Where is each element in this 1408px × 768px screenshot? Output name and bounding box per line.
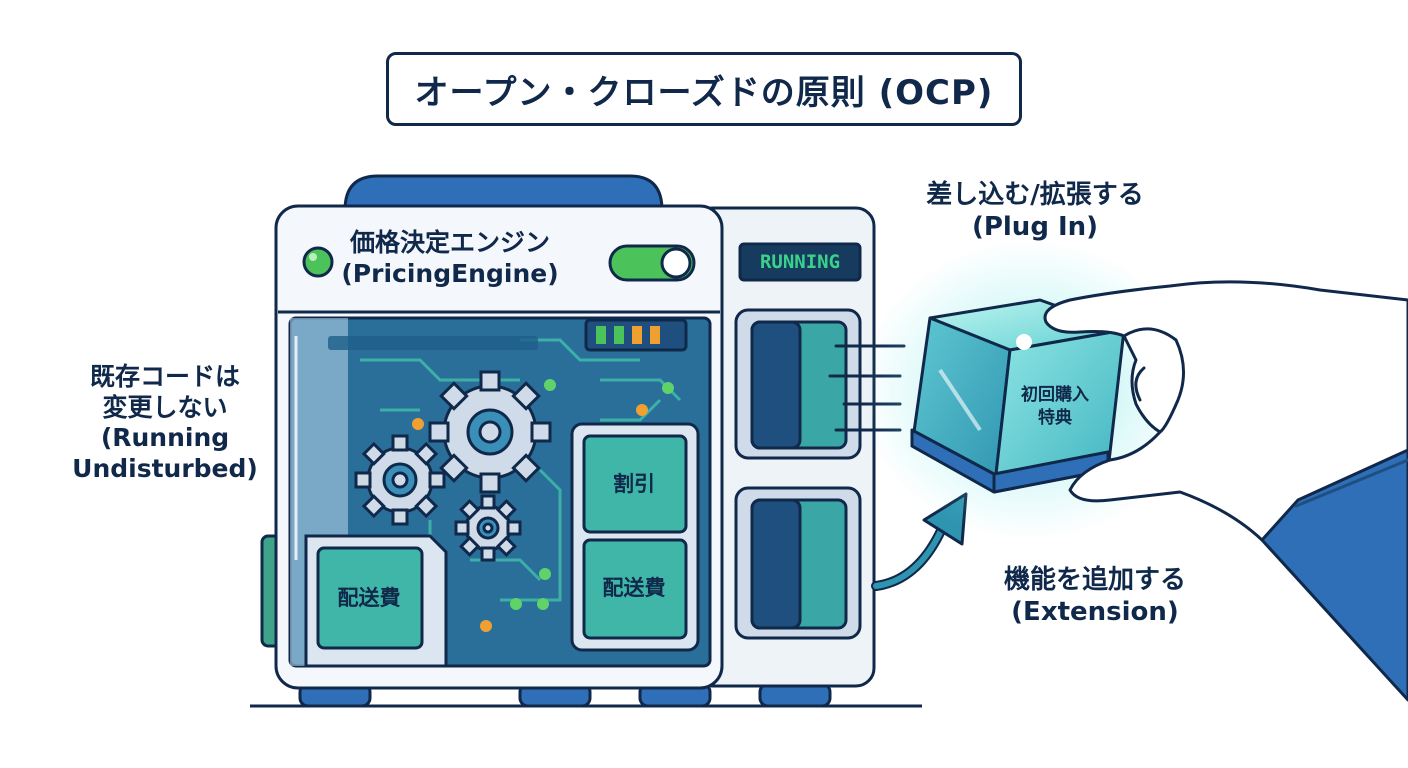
new-module-label: 初回購入 特典: [1005, 384, 1105, 430]
toggle-switch-icon: [608, 244, 696, 282]
extension-en: (Extension): [1011, 596, 1179, 627]
page-title: オープン・クローズドの原則 (OCP): [414, 72, 994, 113]
existing-line3: (Running: [100, 423, 230, 452]
module-left: [304, 534, 448, 668]
slot-lower: [734, 486, 862, 640]
chip-leds: [584, 318, 688, 352]
module-column-right: [570, 422, 700, 652]
running-display: [738, 242, 862, 282]
engine-title: 価格決定エンジン (PricingEngine): [300, 228, 600, 289]
machine-top-hump: [343, 174, 664, 212]
engine-name-en: (PricingEngine): [341, 258, 559, 288]
label-extension: 機能を追加する (Extension): [930, 565, 1260, 628]
new-module-cube: [910, 298, 1126, 494]
module-shipping-left-label: 配送費: [337, 586, 401, 610]
engine-name-ja: 価格決定エンジン: [349, 228, 550, 257]
circuit-nodes: [412, 379, 674, 632]
title-box: オープン・クローズドの原則 (OCP): [386, 52, 1022, 126]
plugin-en: (Plug In): [971, 211, 1099, 242]
slot-upper: [734, 308, 862, 460]
existing-line4: Undisturbed): [72, 453, 258, 483]
existing-line2: 変更しない: [102, 392, 228, 422]
module-discount-label: 割引: [613, 472, 655, 496]
label-existing-code: 既存コードは 変更しない (Running Undisturbed): [40, 362, 290, 484]
label-plug-in: 差し込む/拡張する (Plug In): [880, 180, 1190, 243]
existing-line1: 既存コードは: [89, 362, 240, 391]
extension-ja: 機能を追加する: [1003, 565, 1186, 595]
gear-icon: [354, 370, 552, 562]
module-shipping-right-label: 配送費: [602, 576, 666, 600]
plugin-ja: 差し込む/拡張する: [926, 180, 1144, 210]
hand-icon: [1043, 280, 1408, 702]
running-status: RUNNING: [759, 251, 841, 273]
new-module-line1: 初回購入: [1021, 385, 1089, 405]
new-module-line2: 特典: [1038, 407, 1072, 428]
